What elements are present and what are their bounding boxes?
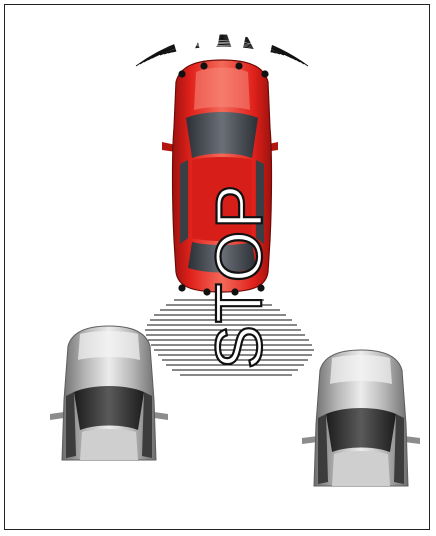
- own-car: STOP: [162, 60, 278, 369]
- parked-car-right: [302, 350, 420, 486]
- parking-sensor-icon: [261, 70, 268, 77]
- hood-highlight: [194, 68, 250, 111]
- parking-sensor-icon: [178, 284, 185, 291]
- parking-sensor-icon: [231, 288, 238, 295]
- left-car-mirror-l: [50, 412, 64, 420]
- windshield: [186, 112, 258, 158]
- parking-sensor-icon: [235, 62, 242, 69]
- parking-sensor-icon: [203, 288, 210, 295]
- left-car-hood-highlight: [78, 331, 140, 360]
- right-car-roof: [332, 451, 390, 486]
- parking-sensor-icon: [200, 62, 207, 69]
- parked-car-left: [50, 326, 168, 460]
- left-car-roof: [80, 429, 138, 460]
- parking-sensor-icon: [257, 284, 264, 291]
- left-car-windshield: [74, 386, 144, 430]
- right-car-hood-highlight: [330, 355, 392, 384]
- left-side-window: [180, 160, 188, 244]
- stop-warning-label: STOP: [201, 183, 275, 370]
- parking-sensor-icon: [178, 70, 185, 77]
- left-car-mirror-r: [154, 412, 168, 420]
- right-car-windshield: [326, 408, 396, 452]
